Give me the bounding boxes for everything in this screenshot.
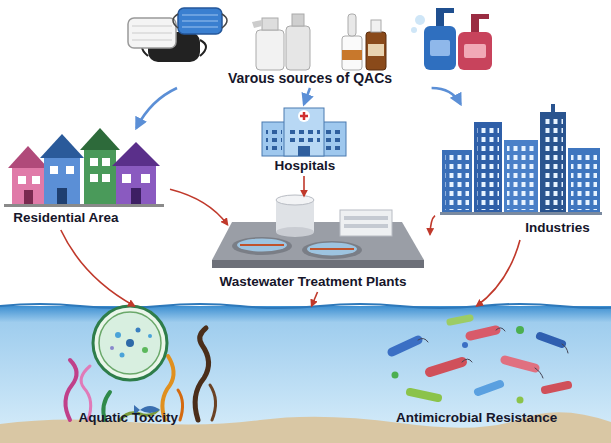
flow-arrow xyxy=(61,230,135,306)
source-area: Residential Area xyxy=(2,128,170,230)
node-label: Antimicrobial Resistance xyxy=(396,410,557,426)
bacteria xyxy=(392,318,569,404)
flow-arrow xyxy=(170,189,228,225)
source-area: Industries xyxy=(435,104,605,240)
node-label: Wastewater Treatment Plants xyxy=(219,274,406,290)
environment-band: Aquatic Toxcity Antimicrobial Resistance xyxy=(0,306,611,443)
node-label: Aquatic Toxcity xyxy=(79,410,179,426)
water-band xyxy=(0,304,611,443)
node-label: Hospitals xyxy=(275,158,336,174)
flow-arrow xyxy=(303,176,305,196)
soap-pumps xyxy=(411,8,492,70)
face-masks xyxy=(128,8,227,62)
microbe-cell xyxy=(93,306,167,380)
node-label: Residential Area xyxy=(13,210,118,226)
treatment-plant xyxy=(212,195,424,268)
node-label: Varous sources of QACs xyxy=(228,70,392,86)
industrial-buildings xyxy=(440,104,602,215)
node-label: Industries xyxy=(525,220,590,236)
flow-arrow xyxy=(477,240,520,306)
source-group: Varous sources of QACs xyxy=(120,0,500,88)
treatment-node: Wastewater Treatment Plants xyxy=(205,196,430,292)
flow-arrow xyxy=(432,88,461,104)
hospital-building xyxy=(262,108,346,156)
source-area: Hospitals xyxy=(255,104,355,176)
flow-arrow xyxy=(430,216,435,235)
houses xyxy=(4,128,164,207)
flow-arrow xyxy=(136,88,177,128)
flow-arrow xyxy=(312,292,318,306)
nasal-spray-bottles xyxy=(342,14,386,70)
spray-bottles xyxy=(252,14,310,70)
flow-arrow xyxy=(304,88,310,104)
